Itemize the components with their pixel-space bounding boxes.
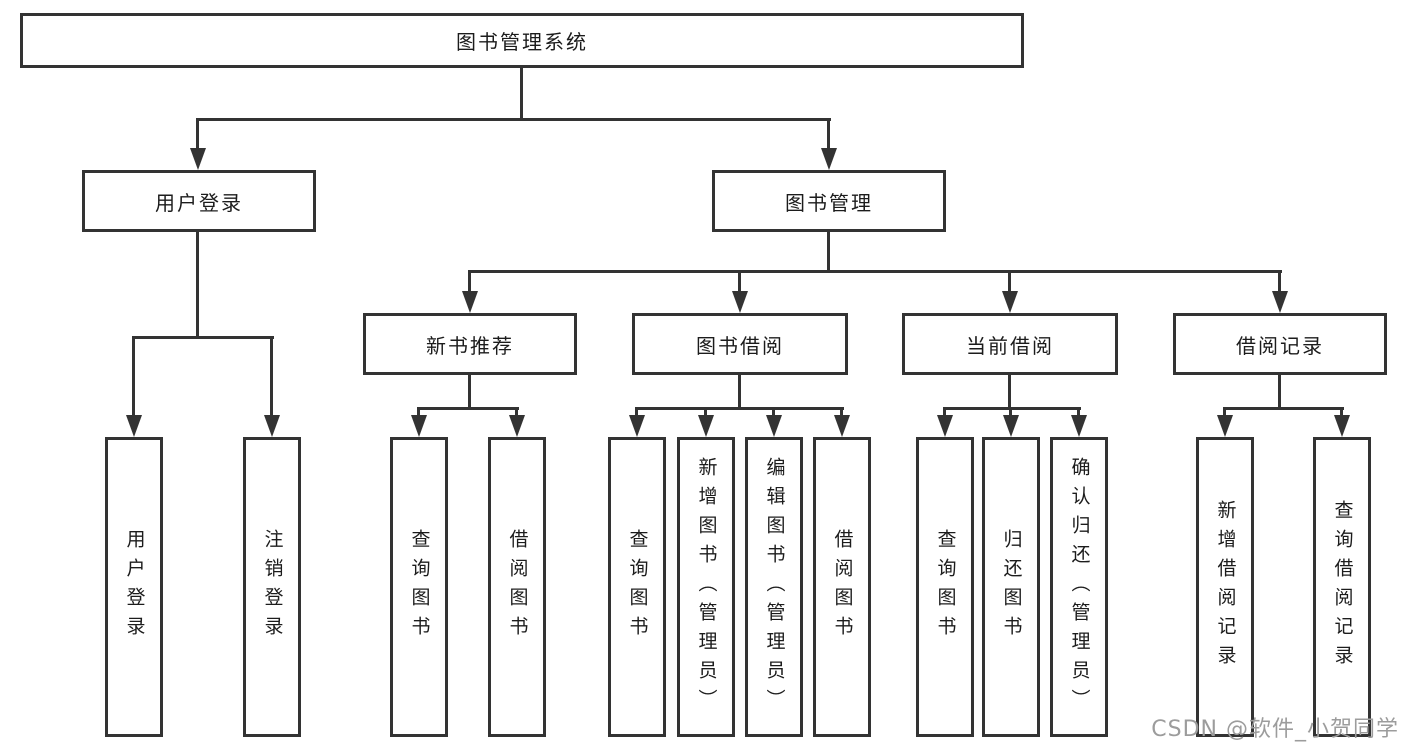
leaf-label: 借阅图书 (831, 529, 854, 645)
connector-line (772, 407, 775, 418)
connector-line (1077, 407, 1080, 418)
arrowhead-down-icon (821, 148, 837, 170)
connector-line (1223, 407, 1226, 418)
arrowhead-down-icon (1217, 415, 1233, 437)
connector-line (196, 118, 831, 121)
connector-line (1340, 407, 1343, 418)
connector-line (943, 407, 946, 418)
connector-line (132, 336, 135, 418)
connector-line (1223, 407, 1344, 410)
connector-line (515, 407, 518, 418)
arrowhead-down-icon (411, 415, 427, 437)
leaf-label: 查询图书 (408, 529, 431, 645)
leaf-query-borrow-record: 查询借阅记录 (1313, 437, 1371, 737)
connector-line (738, 373, 741, 409)
arrowhead-down-icon (937, 415, 953, 437)
leaf-label: 用户登录 (123, 529, 146, 645)
leaf-label: 注销登录 (261, 529, 284, 645)
leaf-label: 新增图书（管理员） (695, 456, 718, 718)
leaf-borrow-books-recommend: 借阅图书 (488, 437, 546, 737)
node-borrow-records: 借阅记录 (1173, 313, 1387, 375)
connector-line (738, 270, 741, 294)
connector-line (270, 336, 273, 418)
connector-line (468, 270, 471, 294)
leaf-label: 归还图书 (1000, 529, 1023, 645)
leaf-label: 查询图书 (626, 529, 649, 645)
arrowhead-down-icon (509, 415, 525, 437)
leaf-return-books: 归还图书 (982, 437, 1040, 737)
leaf-label: 确认归还（管理员） (1068, 456, 1091, 718)
node-new-book-recommend: 新书推荐 (363, 313, 577, 375)
arrowhead-down-icon (834, 415, 850, 437)
leaf-user-login: 用户登录 (105, 437, 163, 737)
connector-line (1008, 373, 1011, 409)
arrowhead-down-icon (264, 415, 280, 437)
connector-line (468, 270, 1282, 273)
arrowhead-down-icon (1003, 415, 1019, 437)
connector-line (704, 407, 707, 418)
arrowhead-down-icon (1002, 291, 1018, 313)
connector-line (132, 336, 274, 339)
leaf-query-books-recommend: 查询图书 (390, 437, 448, 737)
arrowhead-down-icon (1071, 415, 1087, 437)
leaf-confirm-return-admin: 确认归还（管理员） (1050, 437, 1108, 737)
leaf-add-books-admin: 新增图书（管理员） (677, 437, 735, 737)
connector-line (417, 407, 519, 410)
leaf-logout: 注销登录 (243, 437, 301, 737)
connector-line (196, 230, 199, 338)
connector-line (1278, 270, 1281, 294)
connector-line (520, 68, 523, 120)
arrowhead-down-icon (462, 291, 478, 313)
leaf-query-books: 查询图书 (608, 437, 666, 737)
csdn-watermark: CSDN @软件_小贺同学 (1151, 717, 1399, 742)
node-current-borrow: 当前借阅 (902, 313, 1118, 375)
connector-line (1008, 270, 1011, 294)
leaf-label: 查询图书 (934, 529, 957, 645)
connector-line (635, 407, 844, 410)
connector-line (196, 118, 199, 152)
connector-line (1278, 373, 1281, 409)
arrowhead-down-icon (190, 148, 206, 170)
leaf-query-current-books: 查询图书 (916, 437, 974, 737)
leaf-label: 查询借阅记录 (1331, 500, 1354, 674)
leaf-label: 编辑图书（管理员） (763, 456, 786, 718)
connector-line (635, 407, 638, 418)
connector-line (468, 373, 471, 409)
connector-line (827, 230, 830, 272)
leaf-borrow-books: 借阅图书 (813, 437, 871, 737)
arrowhead-down-icon (126, 415, 142, 437)
arrowhead-down-icon (766, 415, 782, 437)
leaf-edit-books-admin: 编辑图书（管理员） (745, 437, 803, 737)
node-book-borrow: 图书借阅 (632, 313, 848, 375)
connector-line (840, 407, 843, 418)
leaf-label: 新增借阅记录 (1214, 500, 1237, 674)
arrowhead-down-icon (1334, 415, 1350, 437)
connector-line (1009, 407, 1012, 418)
connector-line (827, 118, 830, 152)
arrowhead-down-icon (1272, 291, 1288, 313)
leaf-label: 借阅图书 (506, 529, 529, 645)
connector-line (943, 407, 1081, 410)
node-user-login: 用户登录 (82, 170, 316, 232)
connector-line (417, 407, 420, 418)
arrowhead-down-icon (698, 415, 714, 437)
arrowhead-down-icon (629, 415, 645, 437)
leaf-add-borrow-record: 新增借阅记录 (1196, 437, 1254, 737)
node-book-management: 图书管理 (712, 170, 946, 232)
arrowhead-down-icon (732, 291, 748, 313)
node-root-library-system: 图书管理系统 (20, 13, 1024, 68)
